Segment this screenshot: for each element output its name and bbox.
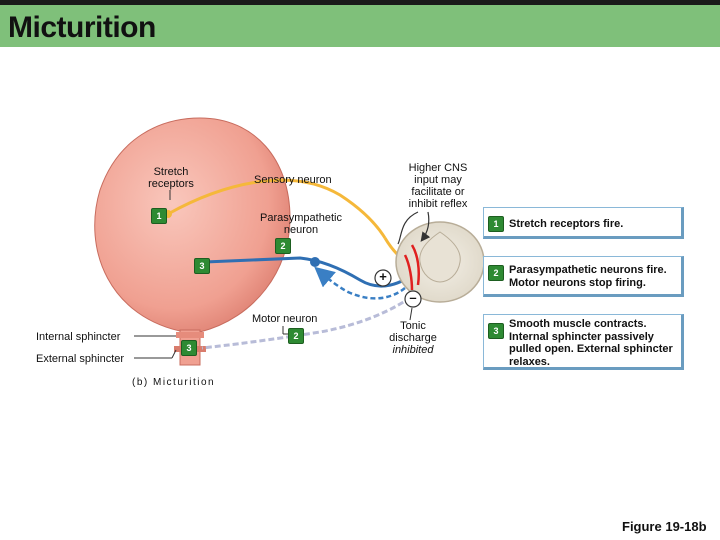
excitatory-arrow-1 — [403, 254, 414, 291]
figure-number: Figure 19-18b — [622, 519, 707, 534]
step-1-text: Stretch receptors fire. — [509, 218, 624, 230]
marker-stretch-receptors: 1 — [151, 208, 167, 224]
bladder — [94, 117, 291, 333]
marker-smooth-muscle: 3 — [194, 258, 210, 274]
excitatory-arrow-2 — [410, 244, 420, 286]
gray-matter — [419, 231, 461, 283]
marker-parasympathetic: 2 — [275, 238, 291, 254]
sensory-neuron-label: Sensory neuron — [254, 174, 332, 186]
internal-sphincter-label: Internal sphincter — [36, 331, 121, 343]
parasympathetic-dashed-arrow — [314, 266, 406, 300]
external-sphincter-label: External sphincter — [36, 353, 125, 365]
stretch-receptors-label: Stretch receptors — [148, 166, 194, 190]
higher-cns-arrow — [420, 211, 431, 242]
sensory-neuron — [167, 178, 387, 239]
title-bar: Micturition — [0, 0, 720, 47]
step-2-text: Parasympathetic neurons fire. Motor neur… — [509, 264, 667, 289]
plus-circle — [374, 269, 392, 287]
minus-circle — [404, 290, 422, 308]
inhibited-label: inhibited — [392, 344, 434, 356]
page-title: Micturition — [8, 11, 156, 44]
internal-sphincter-shape — [176, 332, 204, 338]
motor-neuron-label: Motor neuron — [252, 313, 318, 325]
step-3-text: Smooth muscle contracts. Internal sphinc… — [509, 318, 673, 368]
parasympathetic-neuron-label: Parasympathetic neuron — [260, 212, 342, 236]
plus-sign: + — [379, 269, 387, 284]
step-1-box: 1 Stretch receptors fire. — [483, 207, 684, 239]
step-2-box: 2 Parasympathetic neurons fire. Motor ne… — [483, 256, 684, 297]
step-3-box: 3 Smooth muscle contracts. Internal sphi… — [483, 314, 684, 370]
marker-motor-neuron: 2 — [288, 328, 304, 344]
marker-external-sphincter: 3 — [181, 340, 197, 356]
higher-cns-label: Higher CNS input may facilitate or inhib… — [408, 162, 468, 210]
minus-sign: – — [409, 290, 417, 305]
step-2-badge: 2 — [488, 265, 504, 281]
figure-caption: (b) Micturition — [132, 377, 216, 388]
step-3-badge: 3 — [488, 323, 504, 339]
motor-neuron — [201, 290, 419, 350]
step-1-badge: 1 — [488, 216, 504, 232]
tonic-discharge-label: Tonic discharge — [389, 320, 437, 344]
